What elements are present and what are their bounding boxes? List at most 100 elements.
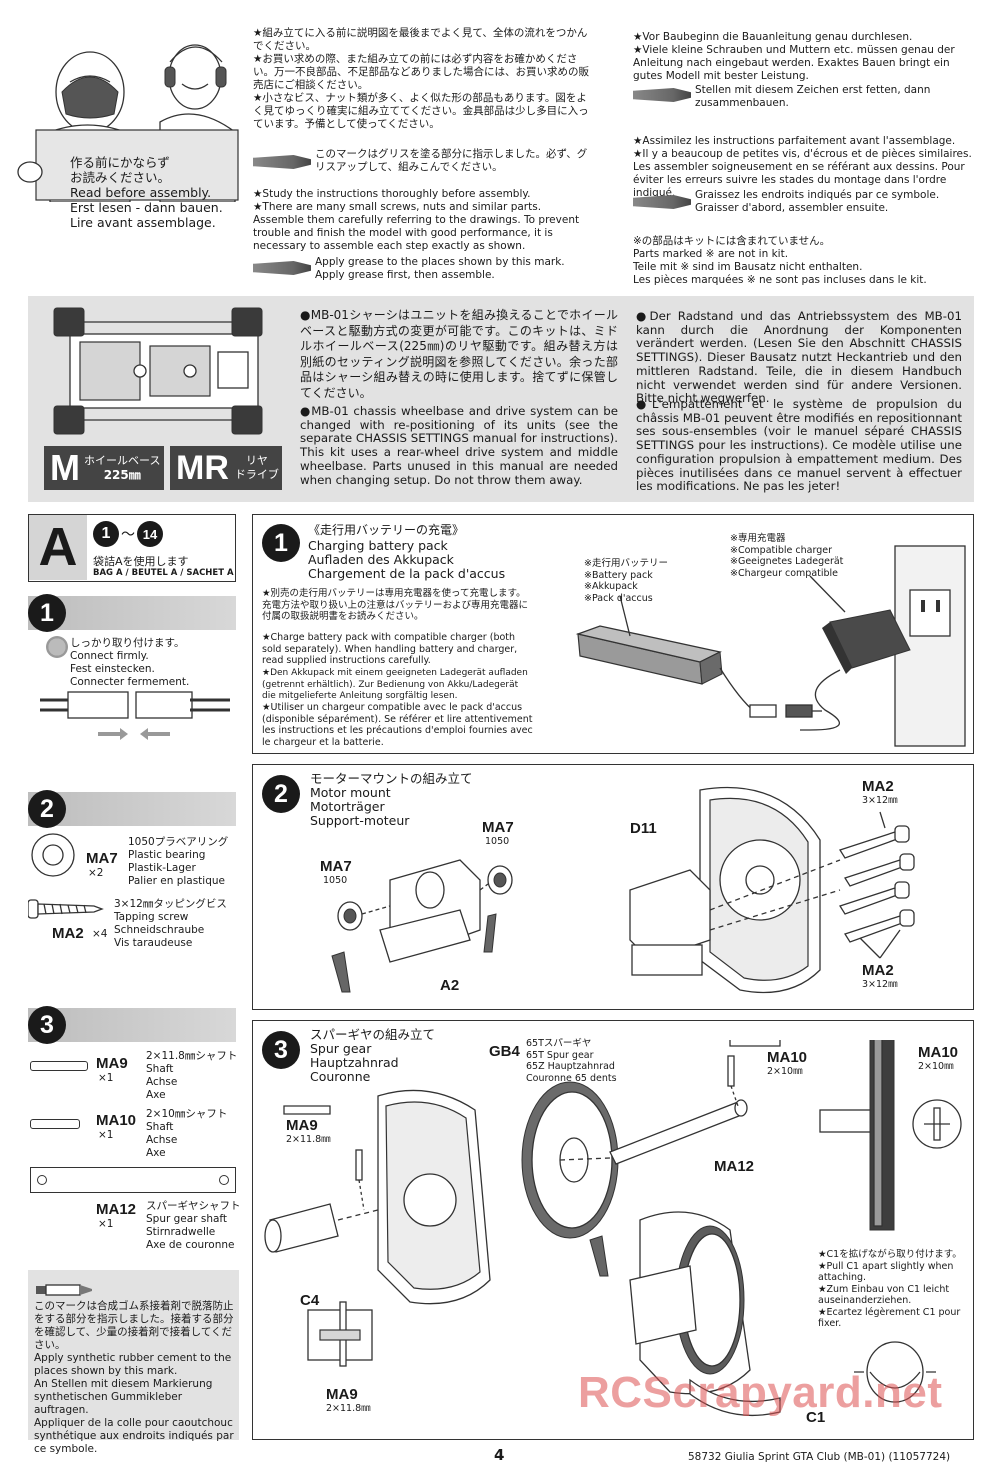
intro-grease-fr: Graissez les endroits indiqués par ce sy… — [695, 189, 940, 214]
step-1-note-de: ★Den Akkupack mit einem geeigneten Ladeg… — [262, 668, 528, 701]
chassis-text-fr: ●L'empattement et le système de propulsi… — [636, 397, 962, 494]
page-number: 4 — [494, 1446, 505, 1464]
ma7-desc: 1050プラベアリング Plastic bearing Plastik-Lage… — [128, 836, 229, 887]
section-a-header: A 1 ～ 14 袋詰Aを使用します BAG A / BEUTEL A / SA… — [28, 514, 236, 582]
badge-mr-line2: ドライブ — [234, 468, 279, 481]
lbl-ma9-top: MA9 — [286, 1117, 318, 1134]
spur-gear-illustration — [260, 1029, 972, 1435]
step-1-note-ja: ★別売の走行用バッテリーは専用充電器を使って充電します。充電方法や取り扱い上の注… — [262, 588, 529, 622]
lbl-ma9-bottom: MA9 — [326, 1386, 358, 1403]
lbl-gb4: GB4 — [489, 1043, 520, 1060]
connector-illustration — [40, 688, 230, 748]
intro-grease-ja: このマークはグリスを塗る部分に指示しました。必ず、グリスアップして、組みこんでく… — [315, 148, 588, 173]
intro-text-ja: ★組み立てに入る前に説明図を最後までよく見て、全体の流れをつかんでください。 ★… — [253, 27, 589, 130]
intro-sign-text: 作る前にかならず お読みください。 Read before assembly. … — [70, 155, 223, 230]
step-1-title-de: Aufladen des Akkupack — [308, 552, 454, 567]
chassis-illustration — [40, 302, 288, 442]
ma10-desc: 2×10㎜シャフト Shaft Achse Axe — [146, 1108, 228, 1159]
lbl-ma10-center: MA10 — [767, 1049, 808, 1066]
ma9-desc: 2×11.8㎜シャフト Shaft Achse Axe — [146, 1050, 238, 1101]
chassis-text-de: ●Der Radstand und das Antriebssystem des… — [636, 309, 962, 406]
badge-m-letter: M — [50, 447, 80, 488]
document-id: 58732 Giulia Sprint GTA Club (MB-01) (11… — [688, 1451, 951, 1463]
chassis-text-en: ●MB-01 chassis wheelbase and drive syste… — [300, 404, 618, 487]
motor-mount-illustration — [320, 780, 970, 1005]
step-3-bar: 3 — [28, 1006, 236, 1044]
lbl-ma9-size-top: 2×11.8㎜ — [286, 1134, 331, 1145]
ma7-qty: ×2 — [88, 867, 104, 879]
badge-mr-letter: MR — [176, 448, 229, 487]
gear-icon — [46, 636, 68, 658]
badge-m-line2: 225㎜ — [103, 468, 141, 482]
ma12-shaft-icon — [30, 1167, 236, 1193]
step-3-box — [252, 1020, 974, 1440]
ma12-code: MA12 — [96, 1201, 137, 1218]
step-2-bar: 2 — [28, 790, 236, 828]
step-2-box — [252, 764, 974, 1010]
ma7-code: MA7 — [86, 850, 118, 867]
section-letter: A — [29, 515, 87, 580]
lbl-ma2-top: MA2 — [862, 778, 894, 795]
not-included-note: ※の部品はキットには含まれていません。 Parts marked ※ are n… — [633, 235, 927, 286]
step-1-note-en: ★Charge battery pack with compatible cha… — [262, 632, 518, 666]
ma12-qty: ×1 — [98, 1218, 114, 1230]
lbl-1050-right: 1050 — [485, 836, 510, 847]
lbl-c1: C1 — [806, 1409, 826, 1426]
step-1-bar: 1 — [28, 594, 236, 632]
ma9-code: MA9 — [96, 1055, 128, 1072]
lbl-1050-left: 1050 — [323, 875, 348, 886]
cement-tube-icon — [36, 1282, 94, 1296]
ma2-qty: ×4 — [92, 928, 108, 940]
ma2-desc: 3×12㎜タッピングビス Tapping screw Schneidschrau… — [114, 898, 227, 949]
range-separator: ～ — [121, 527, 135, 543]
battery-label: ※走行用バッテリー ※Battery pack ※Akkupack ※Pack … — [584, 558, 668, 604]
intro-text-en: ★Study the instructions thoroughly befor… — [253, 188, 580, 252]
battery-charger-illustration — [560, 540, 970, 750]
step-1-badge: 1 — [28, 594, 66, 632]
intro-grease-de: Stellen mit diesem Zeichen erst fetten, … — [695, 84, 931, 109]
grease-icon — [633, 195, 691, 209]
bag-label-ja: 袋詰Aを使用します — [93, 555, 189, 568]
bearing-icon — [30, 832, 76, 878]
lbl-ma9-size-bottom: 2×11.8㎜ — [326, 1403, 371, 1414]
drive-badge: MR リヤ ドライブ — [170, 446, 282, 490]
cement-note: このマークは合成ゴム系接着剤で脱落防止をする部分を指示しました。接着する部分を確… — [34, 1300, 234, 1455]
lbl-ma12: MA12 — [714, 1158, 755, 1175]
lbl-ma2-bottom: MA2 — [862, 962, 894, 979]
range-start-badge: 1 — [93, 521, 119, 547]
step-3-badge: 3 — [28, 1006, 66, 1044]
lbl-ma10-size-right: 2×10㎜ — [918, 1061, 954, 1072]
intro-illustration — [10, 22, 245, 203]
ma12-desc: スパーギヤシャフト Spur gear shaft Stirnradwelle … — [146, 1200, 241, 1251]
charger-label: ※専用充電器 ※Compatible charger ※Geeignetes L… — [730, 533, 844, 579]
badge-m-line1: ホイールベース — [84, 454, 161, 467]
lbl-ma7-left: MA7 — [320, 858, 352, 875]
ma9-shaft-icon — [30, 1061, 88, 1071]
lbl-a2: A2 — [440, 977, 460, 994]
step-1-title-fr: Chargement de la pack d'accus — [308, 566, 506, 581]
watermark: RCScrapyard.net — [578, 1368, 943, 1417]
grease-icon — [253, 261, 311, 275]
cement-note-panel — [28, 1270, 239, 1440]
gb4-desc: 65Tスパーギヤ 65T Spur gear 65Z Hauptzahnrad … — [526, 1038, 617, 1084]
badge-mr-line1: リヤ — [245, 454, 268, 467]
ma2-code: MA2 — [52, 925, 84, 942]
chassis-text-ja: ●MB-01シャーシはユニットを組み換えることでホイールベースと駆動方式の変更が… — [300, 308, 618, 400]
range-end-badge: 14 — [137, 521, 163, 547]
step-3-number: 3 — [262, 1031, 300, 1069]
step-1-title-ja: 《走行用バッテリーの充電》 — [308, 523, 465, 537]
intro-text-de: ★Vor Baubeginn die Bauanleitung genau du… — [633, 31, 955, 82]
lbl-3x12-bottom: 3×12㎜ — [862, 979, 898, 990]
grease-icon — [253, 155, 311, 169]
step-3-title: スパーギヤの組み立て Spur gear Hauptzahnrad Couron… — [310, 1027, 436, 1084]
ma9-qty: ×1 — [98, 1072, 114, 1084]
lbl-ma7-right: MA7 — [482, 819, 514, 836]
intro-grease-en: Apply grease to the places shown by this… — [315, 256, 565, 281]
lbl-d11: D11 — [630, 820, 657, 837]
ma10-shaft-icon — [30, 1119, 80, 1129]
step-1-title-en: Charging battery pack — [308, 538, 448, 553]
lbl-c4: C4 — [300, 1292, 320, 1309]
screw-icon — [27, 898, 104, 920]
lbl-ma10-right: MA10 — [918, 1044, 959, 1061]
step-1-number: 1 — [262, 524, 300, 562]
